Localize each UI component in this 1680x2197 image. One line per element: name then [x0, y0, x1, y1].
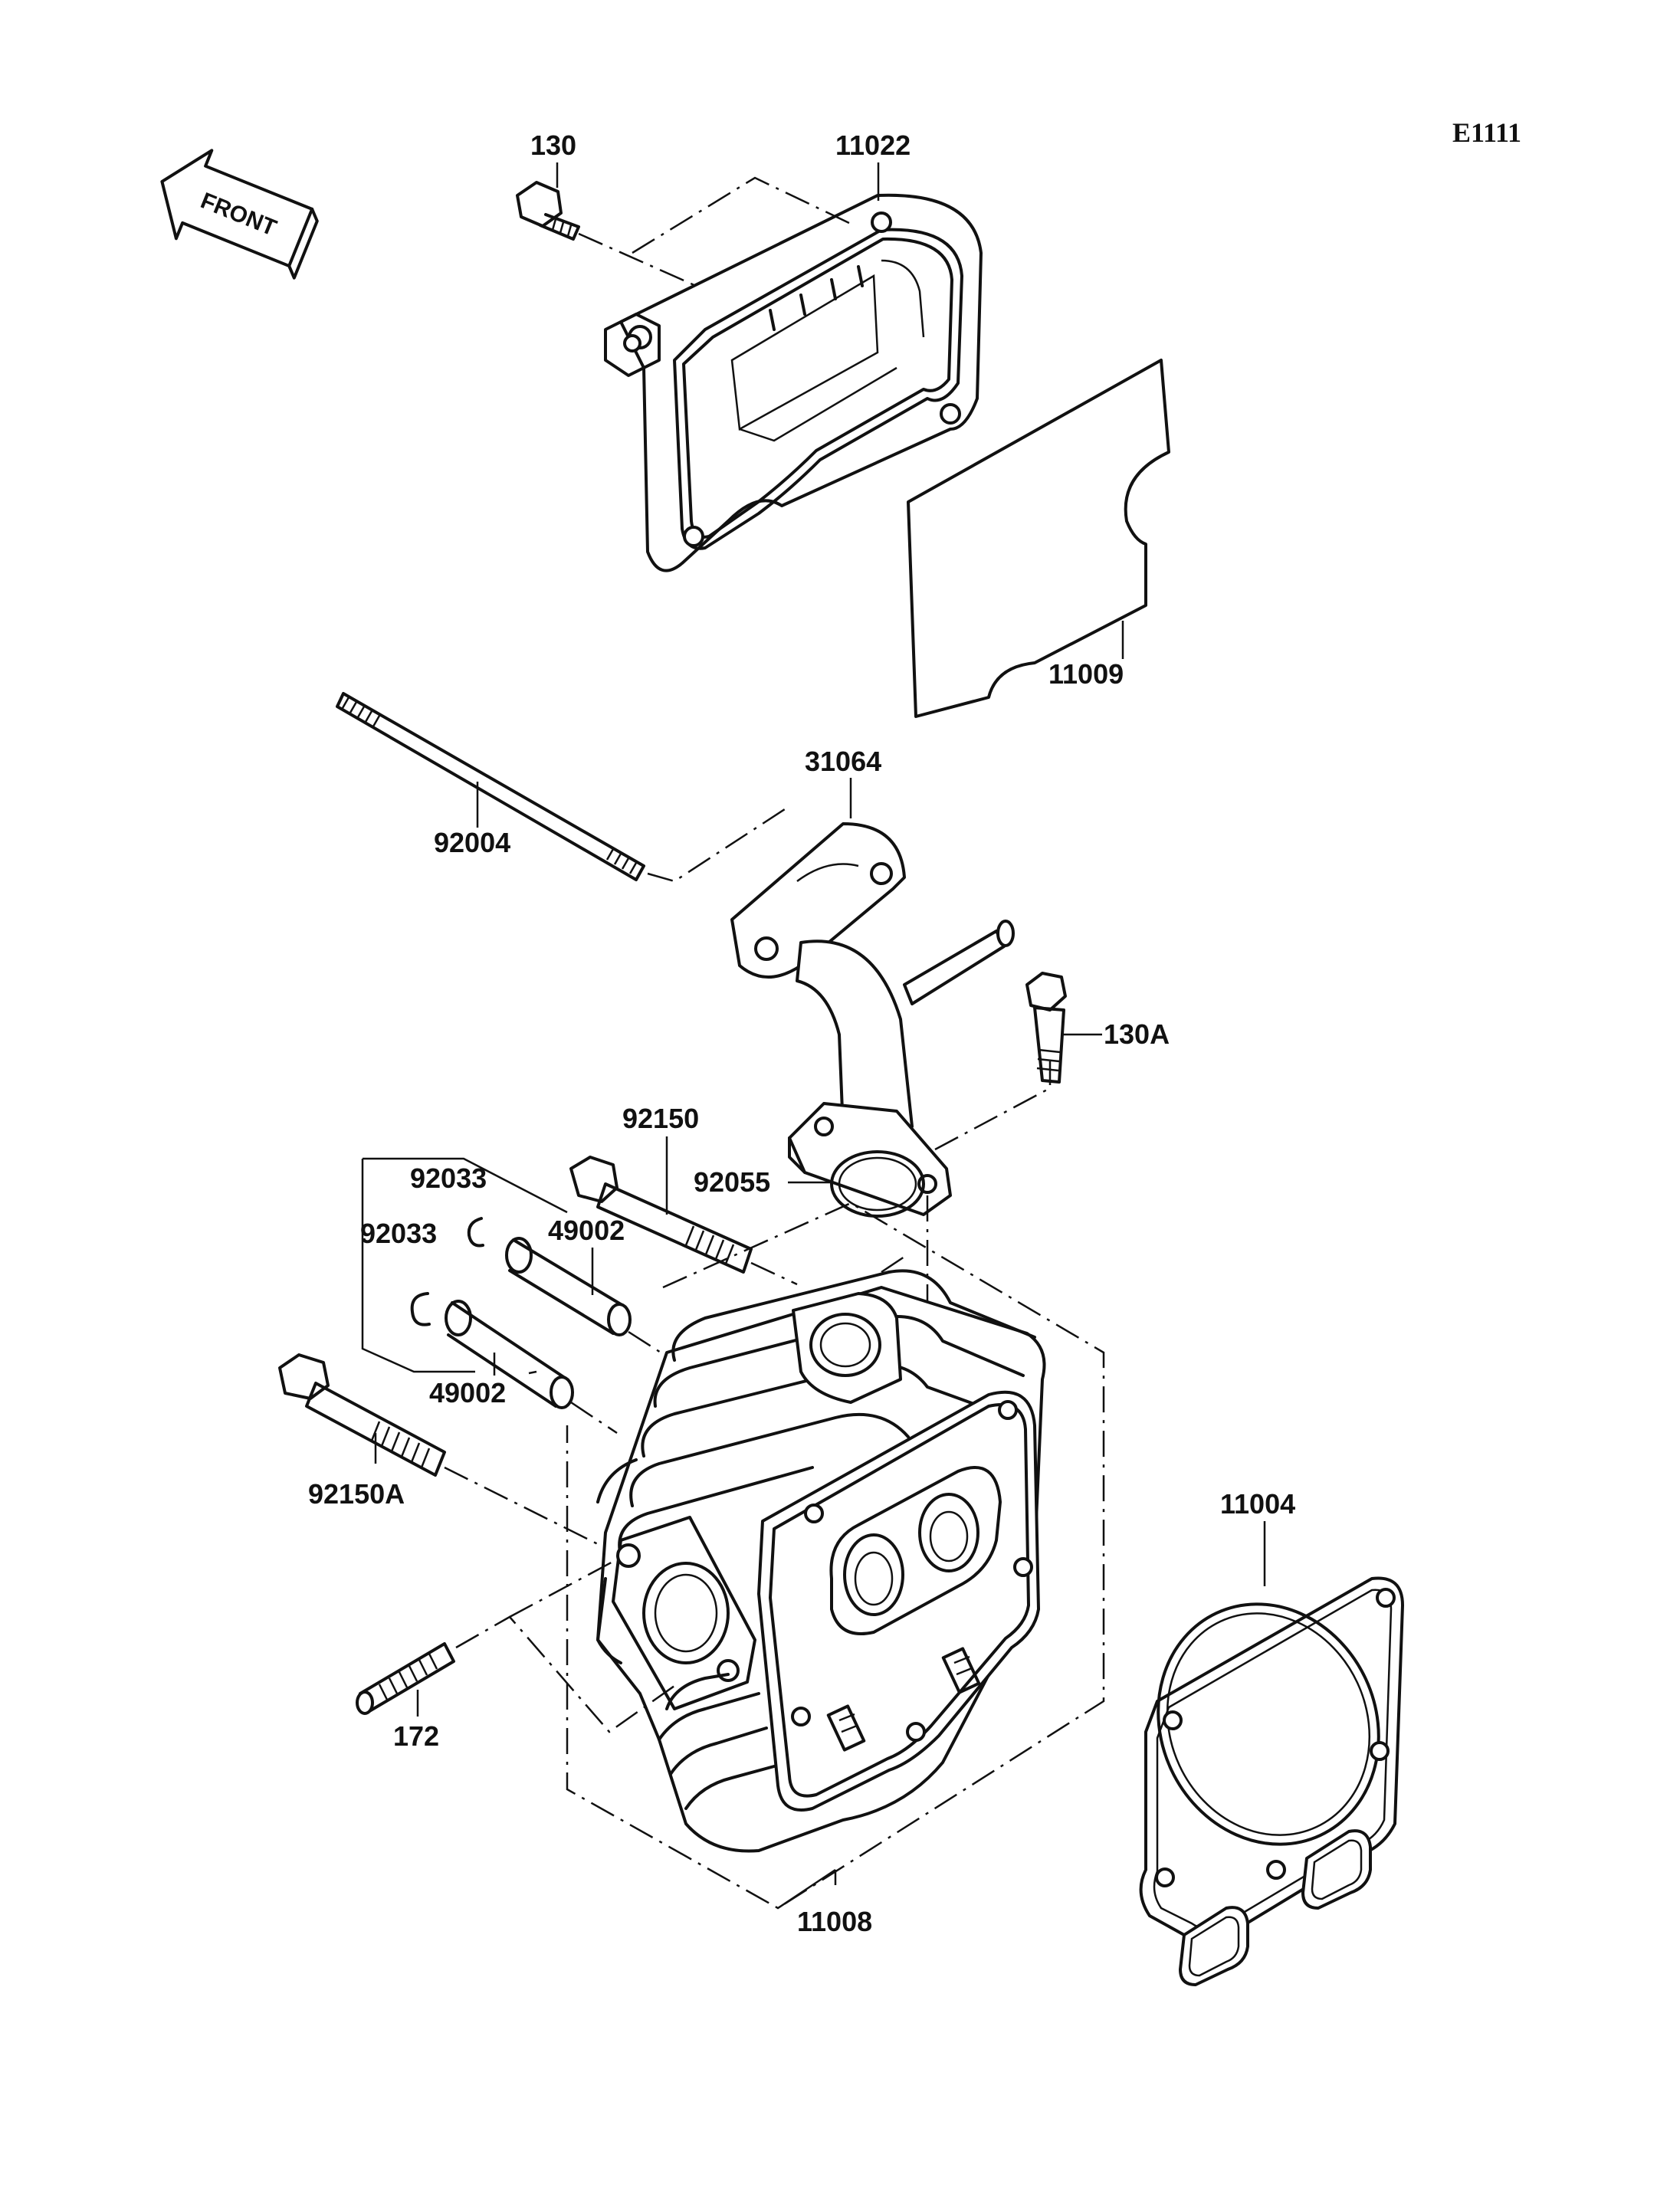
label-172: 172 [393, 1720, 439, 1752]
dashline-11008-top [881, 1255, 905, 1274]
label-92150: 92150 [622, 1103, 699, 1134]
label-11004: 11004 [1220, 1488, 1295, 1520]
label-92004: 92004 [434, 827, 510, 858]
bracket-left-line [361, 1159, 475, 1373]
bolt-130-icon [516, 181, 580, 241]
dashline-130 [578, 232, 717, 297]
valve-guide-49002b-icon [445, 1300, 574, 1409]
stud-92004-icon [336, 692, 645, 881]
dashline-49002a [628, 1330, 668, 1358]
cylinder-head-11008-icon [596, 1269, 1046, 1853]
bolt-92150A-icon [278, 1353, 446, 1477]
label-31064: 31064 [805, 746, 881, 777]
dashline-31064 [934, 1061, 1052, 1151]
label-92033b: 92033 [360, 1218, 437, 1249]
stud-172-icon [356, 1642, 455, 1715]
dashline-172 [455, 1615, 675, 1733]
dashline-11022 [632, 176, 851, 254]
label-130: 130 [530, 130, 576, 161]
label-92033a: 92033 [410, 1162, 487, 1194]
front-arrow-icon: FRONT [160, 149, 319, 280]
gasket-11009-icon [907, 359, 1170, 718]
head-gasket-11004-icon [1139, 1576, 1404, 1986]
leader-11008 [777, 1868, 836, 1910]
label-11009: 11009 [1048, 658, 1124, 690]
bolt-130A-icon [1025, 972, 1067, 1084]
diagram-code: E1111 [1452, 117, 1521, 148]
valve-guide-49002a-icon [505, 1237, 632, 1336]
bracket-connector [528, 1370, 537, 1375]
label-49002b: 49002 [429, 1377, 506, 1408]
label-11008: 11008 [797, 1906, 872, 1937]
clip-92033a-icon [467, 1217, 484, 1248]
label-49002a: 49002 [548, 1215, 625, 1246]
label-11022: 11022 [835, 130, 911, 161]
label-130A: 130A [1104, 1018, 1170, 1050]
dashline-11008-box [566, 1202, 1105, 1910]
o-ring-92055-icon [830, 1150, 925, 1218]
valve-cover-11022-icon [604, 193, 983, 572]
intake-manifold-31064-icon [730, 822, 1015, 1216]
dashline-92150 [750, 1261, 798, 1286]
label-92055: 92055 [694, 1166, 770, 1198]
dashline-49002b [570, 1401, 618, 1435]
label-92150A: 92150A [308, 1478, 405, 1510]
bracket-top-line [363, 1157, 568, 1214]
bolt-92150-icon [569, 1156, 753, 1274]
clip-92033b-icon [410, 1292, 431, 1326]
dashline-172b [509, 1558, 618, 1618]
dashline-92004 [647, 805, 790, 883]
